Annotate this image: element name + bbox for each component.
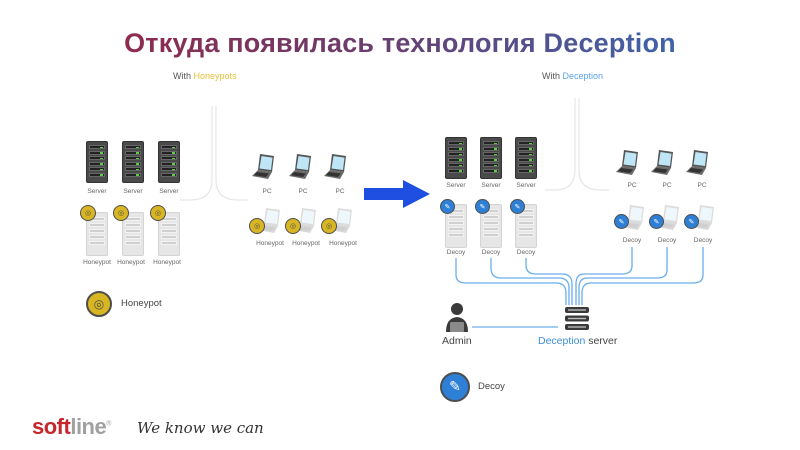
decoy-label: Decoy [693, 237, 713, 244]
honeypot-label: Honeypot [292, 240, 320, 247]
left-pcs-group [252, 154, 346, 179]
honeypot-label: Honeypot [117, 259, 145, 266]
honeypot-badge-icon: ◎ [249, 218, 265, 234]
pc-label: PC [697, 182, 707, 189]
slide-title: Откуда появилась технология Deception [0, 28, 800, 59]
honeypot-label: Honeypot [153, 259, 181, 266]
deception-server-label-highlight: Deception [538, 335, 586, 347]
honeypot-badge-icon: ◎ [285, 218, 301, 234]
honeypot-server-icon [122, 212, 144, 256]
admin-icon [446, 303, 468, 332]
pc-label: PC [627, 182, 637, 189]
server-icon [158, 141, 180, 183]
server-label: Server [159, 188, 179, 195]
server-label: Server [516, 182, 536, 189]
decoy-label: Decoy [516, 249, 536, 256]
left-pc-honeypots-group [258, 208, 352, 233]
honeypot-server-icon [158, 212, 180, 256]
link-decoy-server-2 [490, 258, 570, 305]
right-heading-highlight: Deception [562, 71, 604, 81]
deception-server-icon [565, 307, 589, 330]
link-decoy-server-1 [455, 258, 567, 305]
divider-left [180, 106, 248, 201]
tagline: We know we can [137, 419, 264, 437]
left-heading-highlight: Honeypots [193, 71, 237, 81]
decoy-label: Decoy [446, 249, 466, 256]
decoy-label: Decoy [657, 237, 677, 244]
server-label: Server [446, 182, 466, 189]
decoy-server-icon [515, 204, 537, 248]
link-decoy-pc-2 [578, 247, 668, 305]
pc-label: PC [262, 188, 272, 195]
decoy-legend-label: Decoy [478, 381, 505, 392]
decoy-badge-icon: ✎ [475, 199, 490, 214]
logo-part-line: line [70, 414, 107, 439]
decoy-label: Decoy [622, 237, 642, 244]
softline-logo: softline® [32, 414, 111, 440]
admin-label: Admin [442, 335, 472, 347]
decoy-badge-icon: ✎ [510, 199, 525, 214]
server-icon [122, 141, 144, 183]
honeypot-badge-icon: ◎ [113, 205, 129, 221]
decoy-badge-icon: ✎ [684, 214, 699, 229]
server-label: Server [481, 182, 501, 189]
laptop-icon [252, 154, 274, 179]
divider-right [545, 98, 609, 191]
honeypot-legend-icon: ◎ [86, 291, 112, 317]
laptop-icon [686, 150, 708, 175]
transition-arrow [364, 180, 430, 208]
honeypot-label: Honeypot [329, 240, 357, 247]
right-pcs-group [616, 150, 708, 175]
left-heading-prefix: With [173, 71, 191, 81]
honeypot-badge-icon: ◎ [80, 205, 96, 221]
deception-server-label: Deception server [538, 335, 617, 347]
laptop-icon [289, 154, 311, 179]
link-decoy-server-3 [525, 258, 573, 305]
right-heading-prefix: With [542, 71, 560, 81]
honeypot-badge-icon: ◎ [150, 205, 166, 221]
left-heading: With Honeypots [173, 71, 237, 81]
laptop-icon [616, 150, 638, 175]
slide-title-text: Откуда появилась технология Deception [124, 28, 676, 58]
pc-label: PC [298, 188, 308, 195]
honeypot-server-icon [86, 212, 108, 256]
link-decoy-pc-1 [575, 247, 633, 305]
server-icon [445, 137, 467, 179]
link-decoy-pc-3 [581, 247, 704, 305]
decoy-server-icon [480, 204, 502, 248]
registered-mark: ® [106, 420, 111, 428]
server-icon [480, 137, 502, 179]
honeypot-badge-icon: ◎ [321, 218, 337, 234]
laptop-icon [324, 154, 346, 179]
pc-label: PC [335, 188, 345, 195]
server-label: Server [123, 188, 143, 195]
laptop-icon [651, 150, 673, 175]
right-heading: With Deception [542, 71, 603, 81]
decoy-server-icon [445, 204, 467, 248]
server-icon [515, 137, 537, 179]
right-pc-decoys-group [622, 205, 714, 230]
server-icon [86, 141, 108, 183]
deception-server-label-rest: server [588, 335, 618, 347]
honeypot-legend-label: Honeypot [121, 298, 162, 309]
logo-part-soft: soft [32, 414, 71, 439]
pc-label: PC [662, 182, 672, 189]
decoy-badge-icon: ✎ [649, 214, 664, 229]
decoy-badge-icon: ✎ [440, 199, 455, 214]
decoy-label: Decoy [481, 249, 501, 256]
honeypot-label: Honeypot [83, 259, 111, 266]
server-label: Server [87, 188, 107, 195]
decoy-legend-icon: ✎ [440, 372, 470, 402]
honeypot-label: Honeypot [256, 240, 284, 247]
decoy-badge-icon: ✎ [614, 214, 629, 229]
decoy-links [455, 247, 704, 328]
